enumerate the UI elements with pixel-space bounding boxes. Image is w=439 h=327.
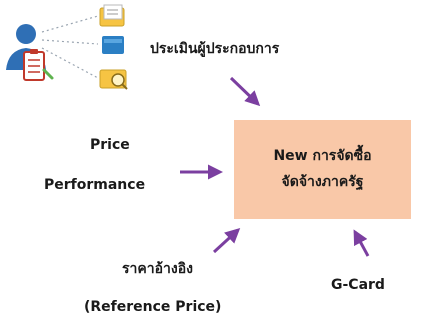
center-title-line2: จัดจ้างภาครัฐ: [281, 173, 364, 190]
vendor-evaluation-illustration: [6, 4, 128, 90]
evaluate-vendors-label: ประเมินผู้ประกอบการ: [150, 41, 280, 57]
center-title-line1: New การจัดซื้อ: [273, 148, 372, 164]
person-icon: [6, 24, 54, 81]
performance-label: Performance: [44, 177, 146, 193]
price-label: Price: [90, 137, 130, 153]
documents-icon: [99, 4, 125, 27]
reference-price-thai-label: ราคาอ้างอิง: [122, 261, 193, 277]
folder-icon: [102, 36, 124, 54]
reference-price-label: (Reference Price): [84, 299, 222, 315]
g-card-label: G-Card: [331, 277, 385, 293]
center-procurement-box: New การจัดซื้อ จัดจ้างภาครัฐ: [234, 120, 411, 219]
search-folder-icon: [99, 69, 128, 90]
arrow-bottom-left: [212, 227, 241, 254]
arrow-bottom-right: [353, 229, 370, 257]
arrow-top: [229, 76, 261, 107]
